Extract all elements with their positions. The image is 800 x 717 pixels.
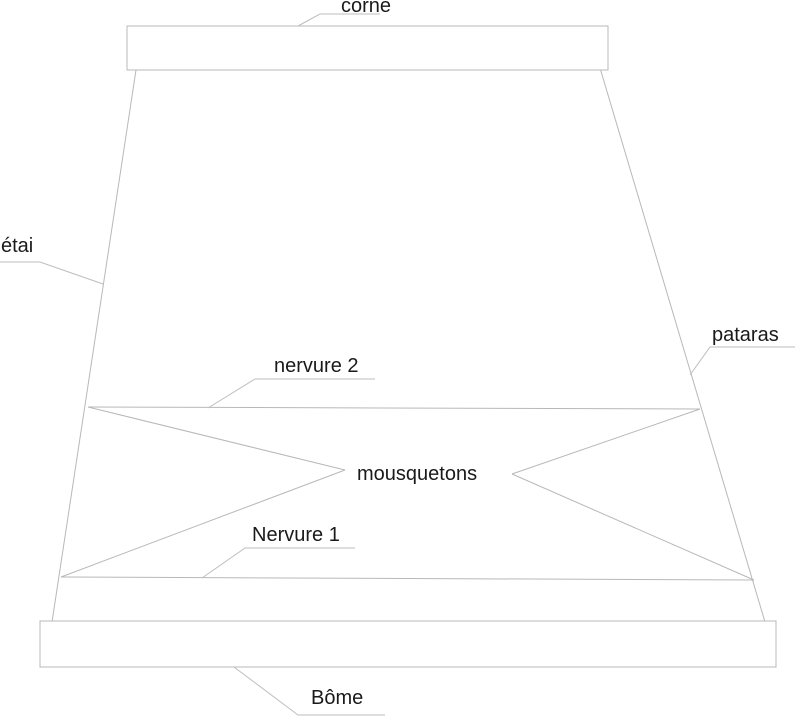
nervure-2-label: nervure 2: [274, 355, 359, 377]
bome-label: Bôme: [311, 687, 363, 709]
pataras-leader: [689, 346, 795, 376]
mousqueton-line-bottom-left: [60, 469, 346, 578]
etai-label: étai: [1, 235, 33, 257]
corne-label: corne: [341, 0, 391, 17]
bome-box: [39, 620, 777, 668]
etai-line: [51, 69, 137, 623]
bome-leader: [233, 666, 385, 716]
mousqueton-line-top-left: [87, 406, 346, 471]
pataras-label: pataras: [712, 324, 779, 346]
corne-box: [126, 25, 609, 71]
nervure-2-line: [87, 406, 701, 410]
corne-leader: [297, 13, 380, 27]
pataras-line: [599, 67, 766, 623]
nervure-1-line: [60, 576, 755, 581]
mousqueton-line-bottom-right: [511, 473, 755, 581]
nervure-1-label: Nervure 1: [252, 524, 340, 546]
nervure-1-leader: [201, 547, 355, 579]
etai-leader: [0, 261, 104, 285]
nervure-2-leader: [207, 378, 375, 409]
mousquetons-label: mousquetons: [357, 463, 477, 485]
mousqueton-line-top-right: [511, 408, 701, 475]
